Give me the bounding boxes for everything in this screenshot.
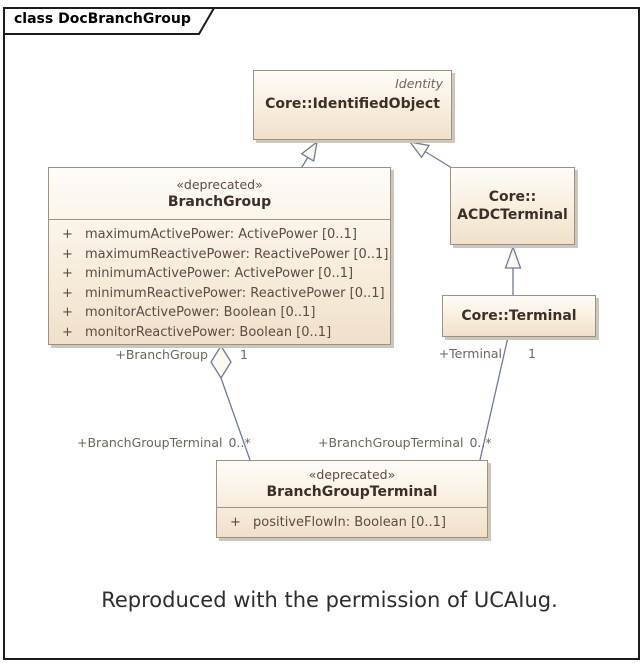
hollow-triangle-icon <box>504 245 522 269</box>
attribute-row: + positiveFlowIn: Boolean [0..1] <box>217 513 487 533</box>
stereotype-label: «deprecated» <box>308 467 396 482</box>
role-label-branchgroupterminal-right: +BranchGroupTerminal 0..* <box>318 435 492 450</box>
attribute-row: + maximumActivePower: ActivePower [0..1] <box>49 225 390 245</box>
multiplicity-label: 0..* <box>469 435 492 450</box>
attribute-row: + monitorActivePower: Boolean [0..1] <box>49 303 390 323</box>
attribute-row: + minimumReactivePower: ReactivePower [0… <box>49 284 390 304</box>
role-label-branchgroup: +BranchGroup <box>115 347 208 362</box>
generalization-acdcterminal-identifiedobject <box>408 141 453 169</box>
attribute-label: maximumActivePower: ActivePower [0..1] <box>85 227 357 242</box>
attribute-label: minimumReactivePower: ReactivePower [0..… <box>85 285 385 301</box>
visibility-label: + <box>62 266 73 281</box>
stereotype-label: «deprecated» <box>176 176 263 192</box>
visibility-label: + <box>62 324 73 340</box>
attribute-row: + minimumActivePower: ActivePower [0..1] <box>49 264 390 284</box>
visibility-label: + <box>62 285 73 301</box>
class-name-label: ACDCTerminal <box>457 207 568 223</box>
class-terminal: Core::Terminal <box>442 295 596 337</box>
visibility-label: + <box>230 515 241 530</box>
hollow-triangle-icon <box>300 140 318 163</box>
package-stereotype-label: Identity <box>395 76 443 91</box>
hollow-triangle-icon <box>408 141 431 159</box>
class-branchgroup: «deprecated» BranchGroup + maximumActive… <box>48 167 391 345</box>
class-branchgroupterminal: «deprecated» BranchGroupTerminal + posit… <box>216 460 488 538</box>
class-name-label: BranchGroupTerminal <box>266 484 438 500</box>
generalization-branchgroup-identifiedobject <box>300 140 318 168</box>
generalization-terminal-acdcterminal <box>504 245 522 295</box>
attribute-label: minimumActivePower: ActivePower [0..1] <box>85 266 354 281</box>
attribute-label: maximumReactivePower: ReactivePower [0..… <box>85 246 389 262</box>
attribute-row: + monitorReactivePower: Boolean [0..1] <box>49 323 390 343</box>
attribute-list: + maximumActivePower: ActivePower [0..1]… <box>49 220 390 342</box>
aggregation-branchgroup-branchgroupterminal <box>210 344 251 461</box>
compartment-divider <box>49 219 390 220</box>
frame-title: class DocBranchGroup <box>14 11 191 27</box>
caption: Reproduced with the permission of UCAIug… <box>101 588 558 612</box>
visibility-label: + <box>62 246 73 262</box>
class-identifiedobject: Identity Core::IdentifiedObject <box>253 70 452 140</box>
attribute-list: + positiveFlowIn: Boolean [0..1] <box>217 508 487 533</box>
frame-tab <box>3 7 216 35</box>
class-name-label: Core::IdentifiedObject <box>265 96 440 112</box>
multiplicity-label: 0..* <box>228 435 251 450</box>
visibility-label: + <box>62 305 73 320</box>
multiplicity-label-branchgroup: 1 <box>240 347 248 362</box>
attribute-row: + maximumReactivePower: ReactivePower [0… <box>49 245 390 265</box>
role-label-branchgroupterminal-left: +BranchGroupTerminal 0..* <box>77 435 251 450</box>
attribute-label: monitorActivePower: Boolean [0..1] <box>85 305 316 320</box>
class-name-label: Core:: <box>488 189 537 205</box>
hollow-diamond-icon <box>210 344 232 380</box>
attribute-label: monitorReactivePower: Boolean [0..1] <box>85 324 332 340</box>
class-acdcterminal: Core:: ACDCTerminal <box>450 167 575 245</box>
multiplicity-label-terminal: 1 <box>528 346 536 361</box>
role-label-terminal: +Terminal <box>438 346 502 361</box>
association-terminal-branchgroupterminal <box>479 336 509 461</box>
role-name-label: +BranchGroupTerminal <box>77 435 223 450</box>
attribute-label: positiveFlowIn: Boolean [0..1] <box>253 515 446 530</box>
class-name-label: Core::Terminal <box>461 308 577 324</box>
visibility-label: + <box>62 227 73 242</box>
compartment-divider <box>217 507 487 508</box>
role-name-label: +BranchGroupTerminal <box>318 435 464 450</box>
class-name-label: BranchGroup <box>167 193 272 210</box>
